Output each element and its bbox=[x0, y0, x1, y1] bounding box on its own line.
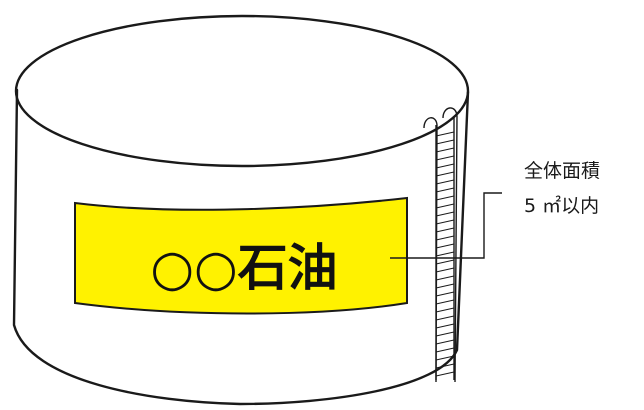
sign-panel bbox=[74, 196, 408, 315]
ladder-rung bbox=[435, 331, 455, 337]
ladder-rung bbox=[435, 307, 455, 313]
tank-body-outline bbox=[12, 88, 470, 406]
ladder-rung bbox=[435, 315, 455, 321]
ladder-rung bbox=[435, 251, 455, 257]
ladder-rung bbox=[435, 363, 455, 369]
ladder-rung bbox=[435, 339, 455, 345]
ladder-rung bbox=[435, 163, 455, 169]
ladder-rung bbox=[435, 131, 455, 137]
ladder bbox=[423, 107, 458, 383]
annotation-line-2: 5 ㎡以内 bbox=[524, 194, 599, 217]
ladder-rung bbox=[435, 347, 455, 353]
ladder-rung bbox=[435, 323, 455, 329]
ladder-rung bbox=[435, 195, 455, 201]
ladder-rung bbox=[435, 147, 455, 153]
ladder-rung bbox=[435, 267, 455, 273]
annotation-leader-line bbox=[390, 192, 502, 259]
ladder-rungs bbox=[435, 131, 455, 377]
ladder-handrail-left bbox=[423, 117, 438, 383]
ladder-rung bbox=[435, 139, 455, 145]
tank-top-ellipse bbox=[14, 14, 470, 168]
ladder-rung bbox=[435, 203, 455, 209]
ladder-rung bbox=[435, 235, 455, 241]
ladder-rung bbox=[435, 299, 455, 305]
ladder-rung bbox=[435, 219, 455, 225]
ladder-rung bbox=[435, 283, 455, 289]
annotation-line-1: 全体面積 bbox=[524, 160, 600, 182]
ladder-rung bbox=[435, 171, 455, 177]
ladder-rung bbox=[435, 291, 455, 297]
ladder-rung bbox=[435, 355, 455, 361]
sign-text: ○○石油 bbox=[150, 239, 337, 297]
ladder-rung bbox=[435, 243, 455, 249]
ladder-rung bbox=[435, 227, 455, 233]
ladder-rung bbox=[435, 211, 455, 217]
ladder-rung bbox=[435, 187, 455, 193]
ladder-rung bbox=[435, 371, 455, 377]
ladder-rung bbox=[435, 259, 455, 265]
ladder-rung bbox=[435, 155, 455, 161]
ladder-rung bbox=[435, 179, 455, 185]
ladder-rung bbox=[435, 275, 455, 281]
ladder-handrail-right bbox=[442, 107, 458, 383]
